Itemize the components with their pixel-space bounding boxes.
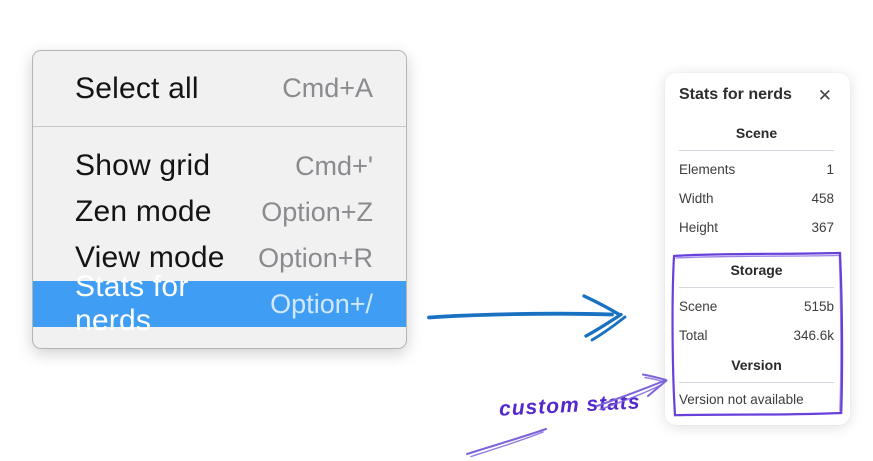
version-note: Version not available — [679, 391, 804, 407]
stat-label: Height — [679, 220, 719, 235]
menu-item-label: Zen mode — [75, 195, 212, 228]
stat-label: Scene — [679, 299, 718, 314]
stats-panel-header: Stats for nerds ✕ — [679, 85, 834, 105]
menu-item-label: Stats for nerds — [75, 270, 189, 337]
close-icon[interactable]: ✕ — [817, 85, 832, 105]
stat-value: 515b — [803, 299, 834, 314]
menu-item-shortcut: Option+Z — [261, 196, 373, 227]
section-divider — [679, 287, 834, 288]
menu-divider — [33, 126, 406, 127]
menu-section-top: Select all Cmd+A — [33, 51, 406, 126]
menu-item-stats-for-nerds[interactable]: Stats for nerds Option+/ — [33, 270, 406, 337]
stats-section-version: Version Version not available — [679, 356, 834, 413]
menu-item-view-mode[interactable]: View mode Option+R — [33, 235, 406, 281]
menu-item-label: View mode — [75, 241, 225, 274]
menu-section-bottom: Show grid Cmd+' Zen mode Option+Z View m… — [33, 127, 406, 337]
menu-item-shortcut: Cmd+' — [295, 150, 373, 181]
stat-value: 367 — [811, 220, 834, 235]
stat-label: Total — [679, 328, 708, 343]
stat-row-height: Height 367 — [679, 213, 834, 242]
section-heading: Scene — [735, 125, 778, 141]
stats-panel: Stats for nerds ✕ Scene Elements 1 Width… — [665, 73, 850, 425]
stats-panel-title: Stats for nerds — [679, 86, 792, 103]
stat-row-elements: Elements 1 — [679, 155, 834, 184]
flow-arrow — [427, 294, 627, 342]
stat-row-total-storage: Total 346.6k — [679, 321, 834, 350]
annotation-custom-stats: custom stats — [498, 390, 642, 421]
stat-label: Elements — [679, 162, 736, 177]
context-menu: Select all Cmd+A Show grid Cmd+' Zen mod… — [32, 50, 407, 349]
section-heading: Storage — [730, 262, 783, 278]
section-divider — [679, 150, 834, 151]
menu-item-shortcut: Option+R — [258, 242, 373, 273]
stat-value: 458 — [811, 191, 834, 206]
menu-item-label: Show grid — [75, 149, 211, 182]
stat-value: 1 — [826, 162, 834, 177]
stat-row-scene-storage: Scene 515b — [679, 292, 834, 321]
menu-item-show-grid[interactable]: Show grid Cmd+' — [33, 143, 406, 189]
menu-item-label: Select all — [75, 71, 199, 105]
section-divider — [679, 382, 834, 383]
menu-item-zen-mode[interactable]: Zen mode Option+Z — [33, 189, 406, 235]
menu-item-shortcut: Cmd+A — [282, 73, 373, 103]
section-heading: Version — [731, 357, 782, 373]
menu-item-shortcut: Option+/ — [270, 288, 373, 319]
menu-item-select-all[interactable]: Select all Cmd+A — [33, 51, 406, 126]
stat-label: Width — [679, 191, 714, 206]
stat-value: 346.6k — [793, 328, 834, 343]
stats-section-storage: Storage Scene 515b Total 346.6k — [679, 261, 834, 350]
stats-section-scene: Scene Elements 1 Width 458 Height 367 — [679, 124, 834, 242]
stat-row-width: Width 458 — [679, 184, 834, 213]
